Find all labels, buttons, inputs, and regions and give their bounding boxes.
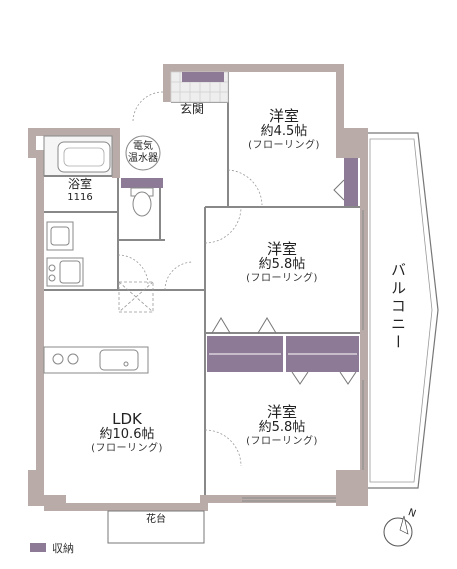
western-room-2-floor: (フローリング) bbox=[246, 273, 318, 285]
western-room-2: 洋室 約5.8帖 (フローリング) bbox=[232, 240, 332, 285]
flower-stand bbox=[107, 510, 205, 544]
western-room-3-floor: (フローリング) bbox=[246, 436, 318, 448]
windows bbox=[242, 210, 364, 502]
door-swings bbox=[117, 91, 263, 467]
exterior-walls bbox=[28, 64, 368, 511]
water-heater-icon bbox=[125, 135, 161, 171]
water-heater-line1: 電気 bbox=[133, 141, 153, 152]
closet-doors bbox=[211, 179, 357, 385]
ldk-size: 約10.6帖 bbox=[99, 427, 155, 443]
compass-icon bbox=[383, 515, 413, 547]
entrance-label: 玄関 bbox=[180, 102, 205, 116]
kitchen-counter bbox=[43, 346, 149, 374]
ldk-floor: (フローリング) bbox=[91, 443, 163, 455]
ldk-name: LDK bbox=[112, 410, 142, 428]
toilet-icon bbox=[130, 187, 154, 217]
western-room-1: 洋室 約4.5帖 (フローリング) bbox=[232, 107, 336, 152]
water-heater-label: 電気 温水器 bbox=[125, 141, 161, 164]
bathroom bbox=[43, 135, 113, 177]
refrigerator-space bbox=[118, 281, 154, 313]
bathroom-name: 浴室 bbox=[67, 177, 92, 191]
legend-storage-label: 収納 bbox=[52, 542, 74, 555]
ldk-room: LDK 約10.6帖 (フローリング) bbox=[72, 410, 182, 455]
flower-stand-label: 花台 bbox=[146, 514, 166, 525]
washbasin-icon bbox=[46, 221, 74, 251]
western-room-1-name: 洋室 bbox=[268, 107, 299, 125]
water-heater-line2: 温水器 bbox=[128, 152, 158, 164]
western-room-1-size: 約4.5帖 bbox=[260, 124, 308, 140]
western-room-2-size: 約5.8帖 bbox=[258, 257, 306, 273]
western-room-2-name: 洋室 bbox=[266, 240, 297, 258]
western-room-1-floor: (フローリング) bbox=[248, 140, 320, 152]
western-room-3: 洋室 約5.8帖 (フローリング) bbox=[232, 403, 332, 448]
bathroom-spec: 1116 bbox=[67, 191, 93, 203]
washing-machine-icon bbox=[46, 257, 84, 287]
legend-storage-swatch bbox=[30, 543, 46, 552]
western-room-3-size: 約5.8帖 bbox=[258, 420, 306, 436]
bathroom-label: 浴室 1116 bbox=[60, 177, 100, 203]
balcony-label: バルコニー bbox=[389, 262, 407, 352]
western-room-3-name: 洋室 bbox=[266, 403, 297, 421]
